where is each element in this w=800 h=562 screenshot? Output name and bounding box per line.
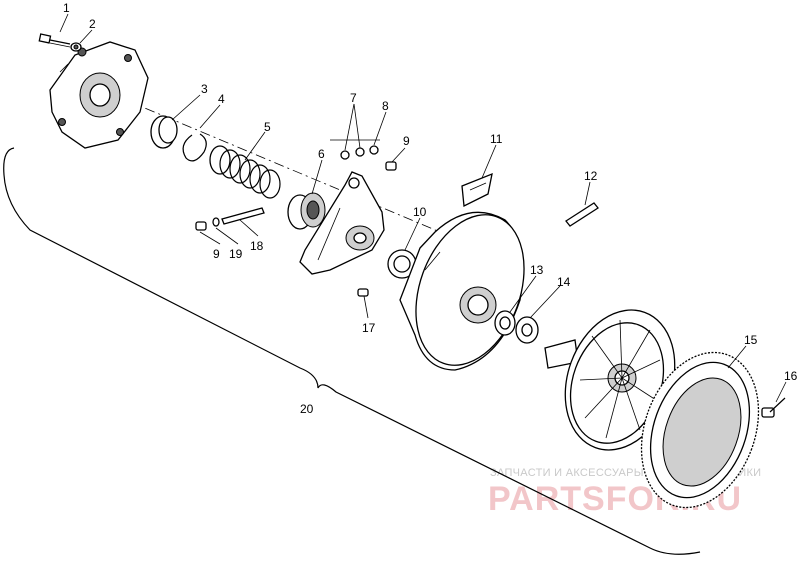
weight-nut — [340, 150, 350, 160]
weight-nut — [369, 145, 379, 155]
shaft-pin — [565, 202, 599, 227]
callout-10: 10 — [413, 205, 427, 219]
callout-15: 15 — [744, 333, 758, 347]
gear-screw — [761, 397, 786, 418]
callout-20: 20 — [300, 402, 314, 416]
callout-4: 4 — [218, 92, 225, 106]
callout-8: 8 — [382, 99, 389, 113]
cap-nut — [195, 221, 207, 231]
assembly-bracket — [3, 147, 701, 555]
callout-14: 14 — [557, 275, 571, 289]
movable-sheave — [399, 211, 525, 371]
callout-3: 3 — [201, 82, 208, 96]
bolt — [38, 33, 71, 48]
end-cover — [49, 41, 149, 149]
ring-gear — [640, 351, 760, 509]
small-washer — [212, 217, 220, 227]
snap-ring — [182, 133, 207, 162]
callout-7: 7 — [350, 91, 357, 105]
center-axis — [89, 84, 441, 233]
id-tag — [461, 172, 493, 208]
callout-12: 12 — [584, 169, 598, 183]
callout-2: 2 — [89, 17, 96, 31]
callout-9: 9 — [403, 134, 410, 148]
callout-9-lower: 9 — [213, 247, 220, 261]
bushing-ring — [150, 115, 178, 149]
callout-1: 1 — [63, 1, 70, 15]
set-screw — [357, 288, 369, 297]
callout-16: 16 — [784, 369, 798, 383]
weight-nut — [355, 147, 365, 157]
callout-5: 5 — [264, 120, 271, 134]
thrust-washer — [387, 249, 417, 279]
callout-13: 13 — [530, 263, 544, 277]
roller-pin — [385, 161, 397, 171]
callout-6: 6 — [318, 147, 325, 161]
callout-labels: 1 2 3 4 5 6 7 8 9 10 11 12 13 14 15 16 1… — [63, 1, 798, 416]
roller — [287, 192, 326, 230]
spacer-washer — [515, 316, 539, 344]
callout-11: 11 — [490, 132, 503, 146]
sheave-bushing — [494, 310, 516, 336]
callout-17: 17 — [362, 321, 376, 335]
spider-arm — [299, 171, 385, 275]
callout-18: 18 — [250, 239, 264, 253]
leader-lines — [59, 13, 787, 403]
spring — [209, 145, 281, 199]
callout-19: 19 — [229, 247, 243, 261]
pin — [221, 207, 265, 225]
